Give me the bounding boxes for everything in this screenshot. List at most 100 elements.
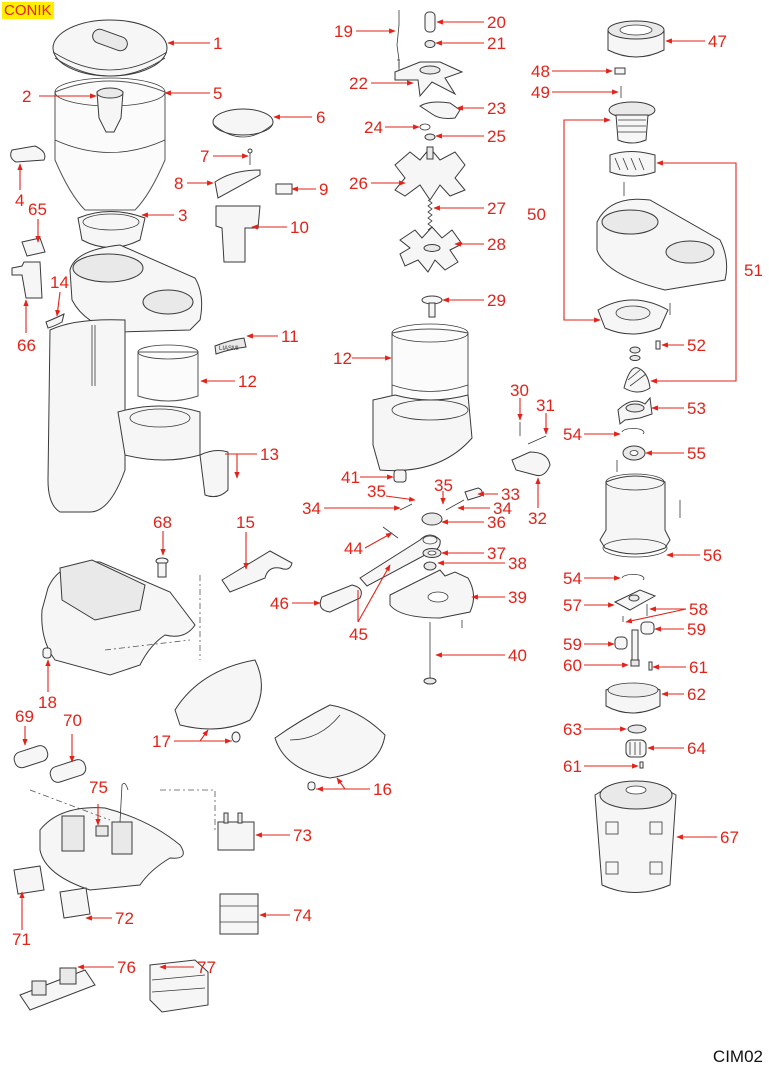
callout-72: 72 [115, 909, 134, 928]
callout-24: 24 [364, 118, 383, 137]
doser-glass-left [137, 344, 199, 402]
doser-pin [421, 295, 443, 318]
callout-4: 4 [15, 191, 24, 210]
terminal-block [59, 887, 91, 919]
grinder-body [47, 319, 126, 513]
timer-relay [219, 893, 259, 935]
callout-67: 67 [720, 828, 739, 847]
hopper-gate [10, 145, 46, 163]
callout-57: 57 [563, 596, 582, 615]
planet-carrier [613, 589, 657, 611]
callout-60: 60 [563, 656, 582, 675]
gear-housing [599, 460, 681, 558]
springs-34 [399, 499, 465, 511]
callout-56: 56 [703, 546, 722, 565]
callout-1: 1 [213, 34, 222, 53]
callout-30: 30 [510, 381, 529, 400]
leader-14 [55, 291, 61, 317]
callout-40: 40 [508, 646, 527, 665]
doser-base-plate [389, 569, 474, 619]
capacitor-70 [49, 759, 87, 783]
washer-25 [424, 133, 436, 141]
circlip-54b [621, 573, 645, 581]
ring-gear [605, 682, 661, 714]
hopper-lid [52, 19, 168, 77]
callout-34a: 34 [302, 499, 321, 518]
callout-19: 19 [334, 22, 353, 41]
parts-layer: LIASMI [10, 10, 728, 1013]
dosing-cover [212, 108, 274, 138]
spring-31 [527, 435, 547, 445]
adjust-ring [607, 20, 665, 58]
dosing-star [394, 146, 466, 201]
contactor [217, 812, 255, 851]
spring-27 [427, 199, 433, 231]
callout-11: 11 [281, 327, 299, 346]
long-bolt [423, 620, 463, 685]
callout-33: 33 [501, 485, 520, 504]
callout-55: 55 [687, 444, 706, 463]
motor [594, 780, 677, 893]
callout-75: 75 [89, 778, 108, 797]
callout-77: 77 [197, 958, 216, 977]
callout-21: 21 [487, 34, 506, 53]
indicator-light [155, 557, 169, 578]
screw-7 [247, 148, 253, 165]
pinion-64 [625, 739, 647, 758]
model-badge: CONIK [2, 2, 54, 19]
callout-64: 64 [687, 739, 706, 758]
microswitch [275, 183, 293, 195]
callout-38: 38 [508, 554, 527, 573]
callout-labels: 1 2 5 6 7 8 9 10 4 65 3 14 66 11 12 13 1… [12, 13, 763, 977]
nut-21 [424, 40, 436, 48]
callout-73: 73 [293, 826, 312, 845]
leader-44 [364, 532, 393, 549]
callout-18: 18 [38, 693, 57, 712]
callout-32: 32 [528, 509, 547, 528]
callout-68: 68 [153, 513, 172, 532]
bushing-41 [393, 469, 407, 483]
callout-3: 3 [178, 206, 187, 225]
callout-65: 65 [28, 200, 47, 219]
switch-cap [21, 237, 46, 257]
machine-base [41, 559, 196, 676]
washer-37 [422, 548, 442, 558]
callout-58: 58 [689, 600, 708, 619]
svg-text:LIASMI: LIASMI [219, 346, 239, 352]
callout-7: 7 [200, 147, 209, 166]
callout-37: 37 [487, 544, 506, 563]
callout-62: 62 [687, 685, 706, 704]
upper-burr-carrier [608, 101, 656, 144]
planet-gears [614, 621, 655, 650]
callout-53: 53 [687, 399, 706, 418]
lower-star [399, 226, 463, 273]
callout-63: 63 [563, 720, 582, 739]
hopper-collar [77, 211, 146, 248]
lever-grip [319, 584, 362, 613]
leader-17 [174, 730, 232, 742]
leader-45 [357, 565, 390, 623]
callout-25: 25 [487, 127, 506, 146]
callout-71: 71 [12, 930, 31, 949]
grinding-chamber-cover [596, 198, 728, 291]
callout-69: 69 [15, 707, 34, 726]
callout-54a: 54 [563, 425, 582, 444]
callout-22: 22 [349, 74, 368, 93]
leader-13 [225, 453, 257, 478]
callout-74: 74 [293, 906, 312, 925]
callout-29: 29 [487, 291, 506, 310]
callout-44: 44 [344, 539, 363, 558]
bearing-63 [627, 724, 647, 734]
callout-14: 14 [50, 273, 69, 292]
callout-45: 45 [349, 625, 368, 644]
lower-burr-carrier [597, 299, 671, 335]
callout-16: 16 [373, 780, 392, 799]
circlip-24 [419, 123, 431, 131]
leader-35a [385, 495, 416, 502]
main-switch [11, 261, 43, 299]
lever-bracket [511, 451, 551, 476]
callout-59a: 59 [563, 635, 582, 654]
callout-5: 5 [213, 84, 222, 103]
callout-50: 50 [527, 205, 546, 224]
